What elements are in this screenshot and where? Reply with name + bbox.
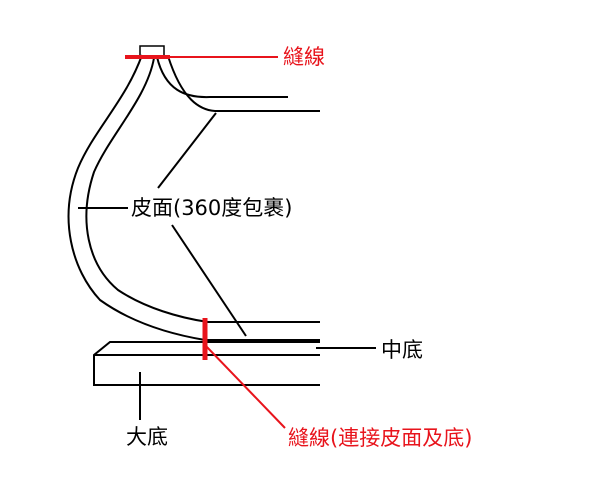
label-top-seam: 縫線	[283, 45, 325, 69]
upper-outer-curve	[67, 54, 206, 341]
seams	[125, 55, 286, 429]
label-bottom-seam: 縫線(連接皮面及底)	[288, 426, 472, 450]
upper-leather	[67, 45, 320, 341]
leader-upper-bottom	[171, 224, 247, 337]
upper-top-flap-outer	[156, 56, 288, 99]
upper-inner-curve	[85, 57, 209, 323]
label-outsole: 大底	[126, 425, 168, 449]
label-midsole: 中底	[381, 338, 423, 362]
leader-upper-topflap	[157, 112, 217, 189]
bottom-seam-leader	[204, 344, 286, 429]
upper-top-flap-inner	[167, 55, 320, 112]
upper-bottom-lines	[205, 321, 320, 341]
leader-lines	[78, 112, 376, 420]
label-upper: 皮面(360度包裹)	[131, 196, 292, 220]
